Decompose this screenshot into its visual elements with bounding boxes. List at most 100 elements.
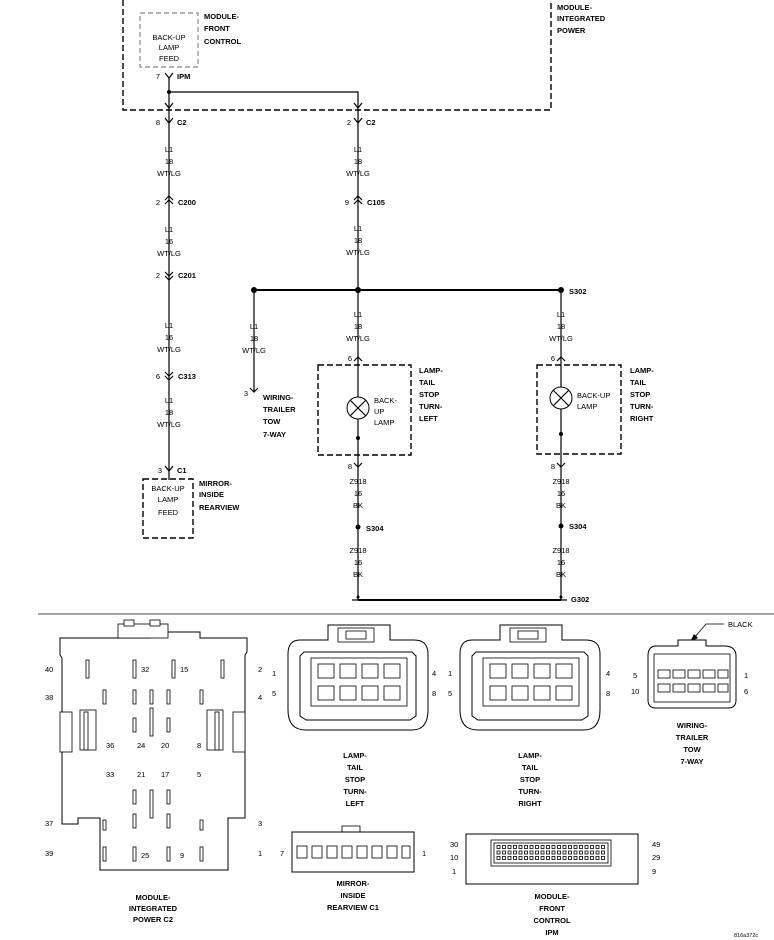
ipm-c2-pin-20: 20 <box>161 741 169 750</box>
fcm-pin-cavity <box>496 845 501 849</box>
tt-caption-4: 7-WAY <box>680 757 703 766</box>
rl-win-color: WT/LG <box>549 334 573 343</box>
fcm-pin-cavity <box>496 856 501 860</box>
tl-pin-8: 8 <box>432 689 436 698</box>
mirror-label-2: INSIDE <box>199 490 224 499</box>
fcm-pin-cavity <box>579 845 583 849</box>
fcm-pin-cavity <box>551 856 556 860</box>
fc-line-2: FRONT <box>204 24 230 33</box>
trailer-label-3: TOW <box>263 417 281 426</box>
c201-label: C201 <box>178 271 196 280</box>
ipm-c2-pin-38: 38 <box>45 693 53 702</box>
trailer-w-color: WT/LG <box>242 346 266 355</box>
tl-pin-1: 1 <box>272 669 276 678</box>
fcm-pin-cavity <box>573 856 578 860</box>
fcm-pin-cavity <box>601 856 605 860</box>
trailer-connector-view: BLACK 5 1 10 6 WIRING- TRAILER TOW 7-WAY <box>631 620 753 766</box>
mirror-caption-1: MIRROR- <box>337 879 370 888</box>
fcm-pin-cavity <box>535 856 539 860</box>
ll-bulb-2: UP <box>374 407 384 416</box>
fcm-pin-cavity <box>524 856 528 860</box>
fcm-pin-cavity <box>524 850 528 855</box>
ipm-c2-pin-5: 5 <box>197 770 201 779</box>
rl-pin-in: 6 <box>551 354 555 363</box>
rl-wgnd-color: BK <box>556 570 566 579</box>
ipm-c2-caption-1: MODULE- <box>136 893 171 902</box>
ll-splice: S304 <box>366 524 384 533</box>
ipm-c2-pin-25: 25 <box>141 851 149 860</box>
fcm-pin-cavity <box>573 850 578 855</box>
ll-bulb-3: LAMP <box>374 418 394 427</box>
trailer-label-4: 7-WAY <box>263 430 286 439</box>
tl-pin-4: 4 <box>432 669 436 678</box>
left-w3-name: L1 <box>165 321 173 330</box>
c105-label: C105 <box>367 198 385 207</box>
fcm-pin-cavity <box>562 856 567 860</box>
rl-label-1: LAMP- <box>630 366 654 375</box>
fcm-pin-cavity <box>601 845 605 849</box>
fcm-caption-4: IPM <box>545 928 558 937</box>
center-w1-gauge: 18 <box>354 157 362 166</box>
fcm-pin-cavity <box>579 856 583 860</box>
center-branch: 2 C2 L1 18 WT/LG 9 C105 L1 18 WT/LG <box>345 110 385 290</box>
tr-pin-8: 8 <box>606 689 610 698</box>
c200-label: C200 <box>178 198 196 207</box>
tr-caption-3: STOP <box>520 775 540 784</box>
c1-label: C1 <box>177 466 187 475</box>
tr-caption-4: TURN- <box>518 787 542 796</box>
trailer-w-name: L1 <box>250 322 258 331</box>
ll-wgnd-name: Z918 <box>349 546 366 555</box>
fcm-pin-cavity <box>502 845 506 849</box>
ipm-c2-pin-2: 2 <box>258 665 262 674</box>
tr-caption-5: RIGHT <box>518 799 542 808</box>
ipm-c2-caption-2: INTEGRATED <box>129 904 178 913</box>
ll-label-1: LAMP- <box>419 366 443 375</box>
c313-pin: 6 <box>156 372 160 381</box>
left-w1-gauge: 18 <box>165 157 173 166</box>
tl-caption-2: TAIL <box>347 763 364 772</box>
ll-label-2: TAIL <box>419 378 436 387</box>
right-tail-lamp: L1 18 WT/LG 6 BACK-UP LAMP LAMP- TAIL ST… <box>536 290 654 600</box>
ipm-c2-pin-21: 21 <box>137 770 145 779</box>
fcm-pin-cavity <box>502 856 506 860</box>
rl-wout-gauge: 16 <box>557 489 565 498</box>
ipm-c2-pin-24: 24 <box>137 741 145 750</box>
fcm-pin-cavity <box>507 845 512 849</box>
fcm-pin-cavity <box>518 850 523 855</box>
center-w1-color: WT/LG <box>346 169 370 178</box>
g302-label: G302 <box>571 595 589 604</box>
tt-caption-2: TRAILER <box>676 733 709 742</box>
fcm-pin-cavity <box>518 845 523 849</box>
left-w4-name: L1 <box>165 396 173 405</box>
left-w2-color: WT/LG <box>157 249 181 258</box>
fcm-pin-cavity <box>590 856 594 860</box>
tt-caption-3: TOW <box>683 745 701 754</box>
tl-caption-3: STOP <box>345 775 365 784</box>
mirror-label-3: REARVIEW <box>199 503 240 512</box>
fc-line-1: MODULE- <box>204 12 239 21</box>
left-w3-color: WT/LG <box>157 345 181 354</box>
fcm-pin-cavity <box>513 856 517 860</box>
rl-win-name: L1 <box>557 310 565 319</box>
left-w1-color: WT/LG <box>157 169 181 178</box>
fcm-pin-cavity <box>562 845 567 849</box>
ipm-c2-pin-4: 4 <box>258 693 262 702</box>
fcm-pin-cavity <box>590 845 594 849</box>
fcm-pin-cavity <box>507 856 512 860</box>
fcm-pin-cavity <box>535 850 539 855</box>
left-tail-lamp: L1 18 WT/LG 6 BACK- UP LAMP LAMP- TAIL S… <box>317 290 443 600</box>
fcm-pin-cavity <box>524 845 528 849</box>
mirror-label-1: MIRROR- <box>199 479 232 488</box>
ipm-line-2: INTEGRATED <box>557 14 606 23</box>
fcm-pin-1: 1 <box>452 867 456 876</box>
c2-center-pin: 2 <box>347 118 351 127</box>
ll-pin-out: 8 <box>348 462 352 471</box>
feed-line-1: BACK-UP <box>152 33 185 42</box>
rl-label-4: TURN- <box>630 402 654 411</box>
trailer-w-gauge: 18 <box>250 334 258 343</box>
fcm-pin-cavity <box>529 856 534 860</box>
ipm-c2-pin-39: 39 <box>45 849 53 858</box>
ll-win-name: L1 <box>354 310 362 319</box>
fcm-pin-29: 29 <box>652 853 660 862</box>
